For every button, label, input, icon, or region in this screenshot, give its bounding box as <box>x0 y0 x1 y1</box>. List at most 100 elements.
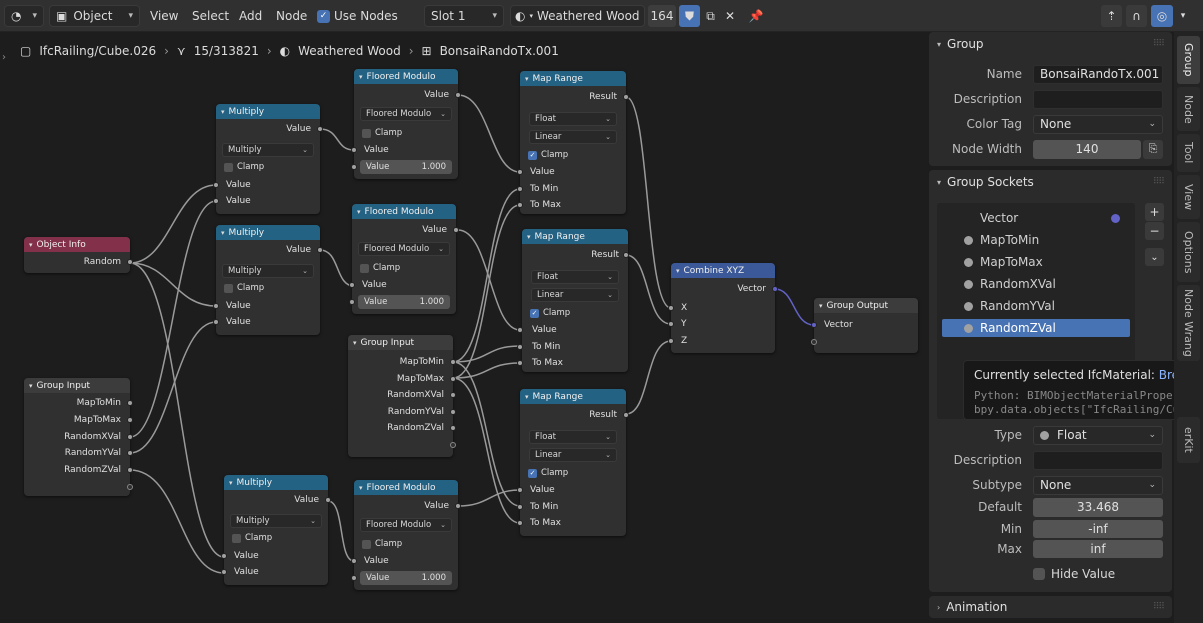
chevron-down-icon[interactable]: ▾ <box>229 478 233 487</box>
grip-icon[interactable]: ⠿⠿ <box>1152 177 1165 187</box>
chevron-down-icon[interactable]: ▾ <box>29 381 33 390</box>
socket-item-maptomax[interactable]: MapToMax <box>942 253 1130 271</box>
tab-bonsai-kit[interactable]: erKit <box>1177 417 1200 463</box>
operation-dropdown[interactable]: Multiply⌄ <box>222 143 314 157</box>
socket-item-randomxval[interactable]: RandomXVal <box>942 275 1130 293</box>
input-socket[interactable] <box>351 164 357 170</box>
operation-dropdown[interactable]: Multiply⌄ <box>222 264 314 278</box>
combine-xyz-node[interactable]: ▾Combine XYZ Vector X Y Z <box>668 263 778 353</box>
operation-dropdown[interactable]: Floored Modulo⌄ <box>360 518 452 532</box>
input-socket[interactable] <box>517 202 523 208</box>
unlink-button[interactable]: ✕ <box>721 5 739 27</box>
remove-socket-button[interactable]: − <box>1145 222 1164 240</box>
input-socket[interactable] <box>668 338 674 344</box>
subtype-dropdown[interactable]: None⌄ <box>1033 475 1163 495</box>
node-header[interactable]: ▾Multiply <box>224 475 328 490</box>
chevron-down-icon[interactable]: ▾ <box>221 228 225 237</box>
output-socket[interactable] <box>317 126 323 132</box>
output-socket[interactable] <box>325 497 331 503</box>
clamp-checkbox[interactable]: ✓Clamp <box>530 307 570 319</box>
fake-user-button[interactable]: ⛊ <box>679 5 700 27</box>
hide-value-checkbox[interactable]: Hide Value <box>1033 564 1115 584</box>
max-field[interactable]: inf <box>1033 540 1163 558</box>
output-socket[interactable] <box>127 450 133 456</box>
node-header[interactable]: ▾Group Output <box>814 298 918 313</box>
tab-node[interactable]: Node <box>1177 87 1200 131</box>
empty-socket[interactable] <box>127 484 133 490</box>
node-header[interactable]: ▾Multiply <box>216 104 320 119</box>
grip-icon[interactable]: ⠿⠿ <box>1152 602 1165 612</box>
input-socket[interactable] <box>351 558 357 564</box>
operation-dropdown[interactable]: Multiply⌄ <box>230 514 322 528</box>
input-socket[interactable] <box>213 198 219 204</box>
output-socket[interactable] <box>450 376 456 382</box>
tab-group[interactable]: Group <box>1177 36 1200 84</box>
tab-options[interactable]: Options <box>1177 222 1200 282</box>
clamp-checkbox[interactable]: Clamp <box>362 127 402 139</box>
menu-add[interactable]: Add <box>235 5 266 27</box>
input-socket[interactable] <box>349 299 355 305</box>
material-selector[interactable]: ◐▾ Weathered Wood <box>510 5 645 27</box>
input-socket[interactable] <box>668 305 674 311</box>
clamp-checkbox[interactable]: Clamp <box>232 532 272 544</box>
input-socket[interactable] <box>213 303 219 309</box>
input-socket[interactable] <box>351 147 357 153</box>
node-header[interactable]: ▾Map Range <box>522 229 628 244</box>
node-header[interactable]: ▾Floored Modulo <box>352 204 456 219</box>
socket-menu-button[interactable]: ⌄ <box>1145 248 1164 266</box>
color-tag-dropdown[interactable]: None⌄ <box>1033 114 1163 134</box>
group-input-node-mid[interactable]: ▾Group Input MapToMin MapToMax RandomXVa… <box>348 335 456 457</box>
operation-dropdown[interactable]: Floored Modulo⌄ <box>360 107 452 121</box>
interpolation-dropdown[interactable]: Linear⌄ <box>529 448 617 462</box>
output-socket[interactable] <box>127 434 133 440</box>
interpolation-dropdown[interactable]: Linear⌄ <box>529 130 617 144</box>
overlay-dropdown[interactable]: ▾ <box>1175 5 1191 27</box>
input-socket[interactable] <box>213 319 219 325</box>
pin-button[interactable]: 📌 <box>746 5 766 27</box>
chevron-down-icon[interactable]: ▾ <box>527 232 531 241</box>
clamp-checkbox[interactable]: ✓Clamp <box>528 149 568 161</box>
chevron-down-icon[interactable]: ▾ <box>359 72 363 81</box>
input-socket[interactable] <box>221 553 227 559</box>
input-socket[interactable] <box>517 504 523 510</box>
chevron-down-icon[interactable]: ▾ <box>525 392 529 401</box>
chevron-down-icon[interactable]: ▾ <box>221 107 225 116</box>
clamp-checkbox[interactable]: ✓Clamp <box>528 467 568 479</box>
output-socket[interactable] <box>455 92 461 98</box>
socket-item-vector[interactable]: Vector <box>942 209 1130 227</box>
node-header[interactable]: ▾Group Input <box>24 378 130 393</box>
object-info-node[interactable]: ▾Object Info Random <box>24 237 133 273</box>
map-range-node-1[interactable]: ▾Map Range Result Float⌄ Linear⌄ ✓Clamp … <box>517 71 629 214</box>
menu-node[interactable]: Node <box>272 5 311 27</box>
add-socket-button[interactable]: + <box>1145 203 1164 221</box>
node-editor[interactable]: ▢ IfcRailing/Cube.026 › ⋎ 15/313821 › ◐ … <box>0 32 926 623</box>
data-type-dropdown[interactable]: Float⌄ <box>529 430 617 444</box>
use-nodes-checkbox[interactable]: ✓Use Nodes <box>317 5 398 27</box>
input-socket[interactable] <box>221 569 227 575</box>
group-input-node[interactable]: ▾Group Input MapToMin MapToMax RandomXVa… <box>24 378 133 496</box>
input-socket[interactable] <box>349 282 355 288</box>
output-socket[interactable] <box>453 227 459 233</box>
map-range-node-2[interactable]: ▾Map Range Result Float⌄ Linear⌄ ✓Clamp … <box>517 229 629 372</box>
map-range-node-3[interactable]: ▾Map Range Result Float⌄ Linear⌄ ✓Clamp … <box>517 389 629 536</box>
min-field[interactable]: -inf <box>1033 520 1163 538</box>
output-socket[interactable] <box>450 392 456 398</box>
overlay-button[interactable]: ◎ <box>1151 5 1173 27</box>
snap-button[interactable]: ∩ <box>1126 5 1147 27</box>
tab-view[interactable]: View <box>1177 175 1200 219</box>
parent-node-tree-button[interactable]: ⇡ <box>1101 5 1122 27</box>
output-socket[interactable] <box>623 94 629 100</box>
duplicate-button[interactable]: ⧉ <box>701 5 720 27</box>
output-socket[interactable] <box>450 425 456 431</box>
grip-icon[interactable]: ⠿⠿ <box>1152 39 1165 49</box>
floored-modulo-node-3[interactable]: ▾Floored Modulo Value Floored Modulo⌄ Cl… <box>351 480 461 590</box>
chevron-down-icon[interactable]: ▾ <box>819 301 823 310</box>
name-field[interactable]: BonsaiRandoTx.001 <box>1033 64 1163 84</box>
interpolation-dropdown[interactable]: Linear⌄ <box>531 288 619 302</box>
clamp-checkbox[interactable]: Clamp <box>360 262 400 274</box>
output-socket[interactable] <box>450 359 456 365</box>
editor-type-button[interactable]: ◔▾ <box>4 5 44 27</box>
reset-width-button[interactable]: ⎘ <box>1143 139 1163 159</box>
input-socket[interactable] <box>668 321 674 327</box>
